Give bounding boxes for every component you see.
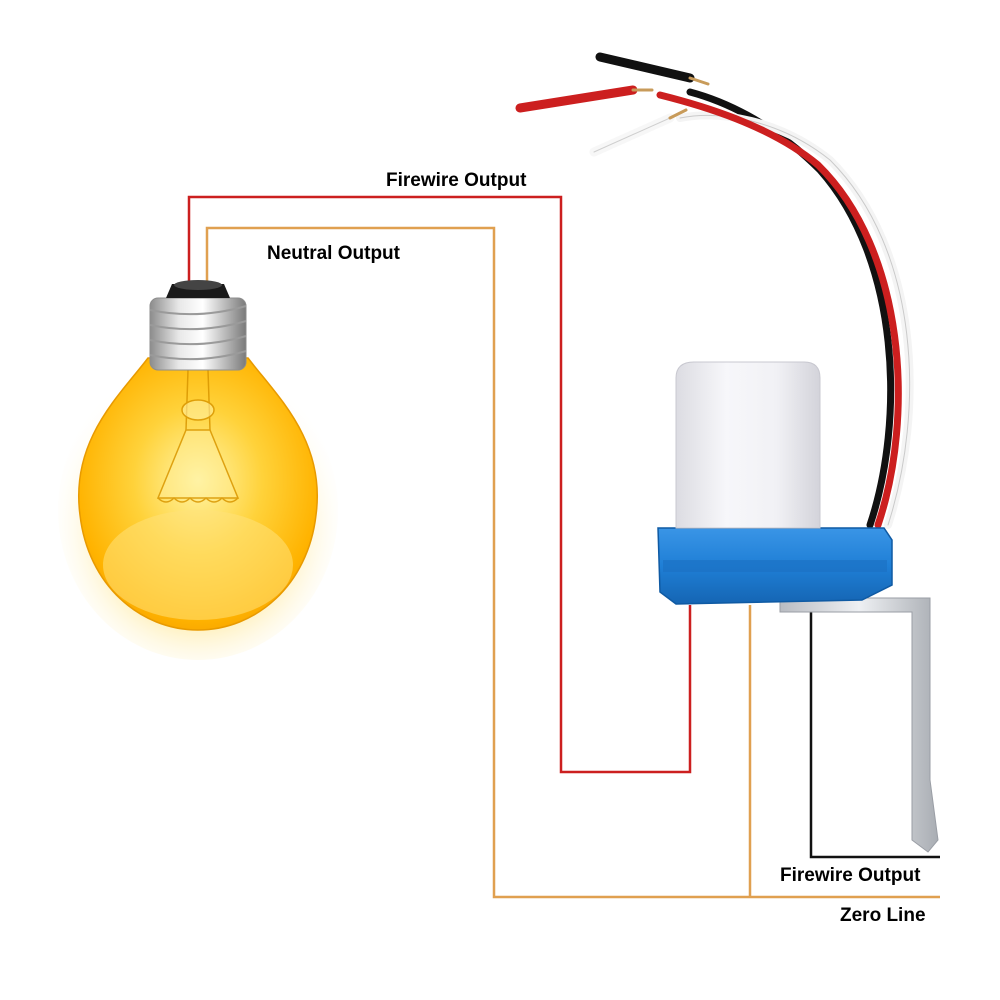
light-bulb-icon	[58, 280, 338, 660]
firewire-output-label-bottom: Firewire Output	[780, 865, 921, 886]
neutral-output-label: Neutral Output	[267, 243, 400, 264]
firewire-output-wire-bottom	[809, 610, 940, 859]
firewire-output-wire-top	[187, 195, 692, 774]
zero-line-label: Zero Line	[840, 905, 926, 926]
neutral-output-wire	[205, 226, 940, 899]
photocell-sensor-icon	[515, 52, 939, 853]
firewire-output-label-top: Firewire Output	[386, 170, 527, 191]
